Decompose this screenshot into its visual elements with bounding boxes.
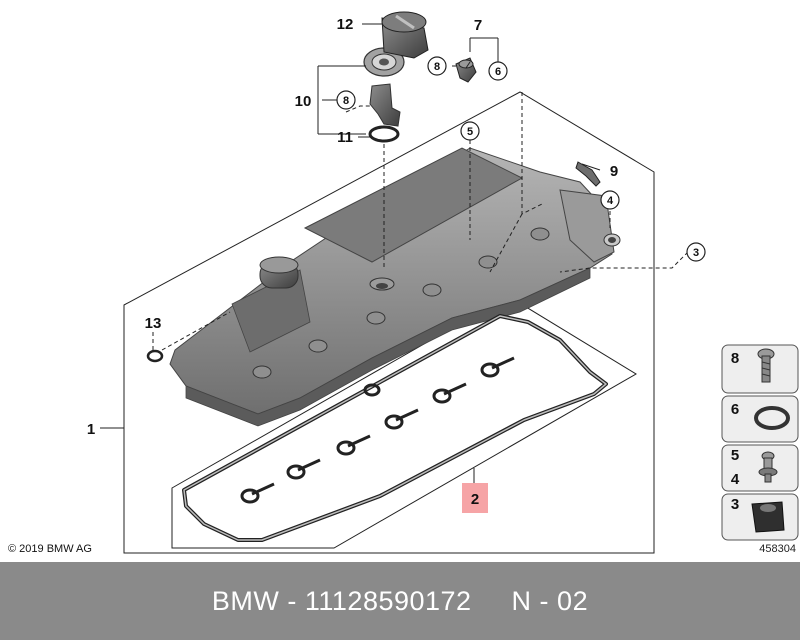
legend-grommet-3: 3 xyxy=(721,493,799,541)
oil-filler-cap xyxy=(381,11,429,59)
callout-9: 9 xyxy=(610,163,618,180)
callout-10: 10 xyxy=(295,93,312,110)
cylinder-head-cover-gasket xyxy=(182,314,608,542)
legend-seal-6: 6 xyxy=(721,395,799,443)
callout-8-top: 8 xyxy=(434,61,440,73)
callout-2: 2 xyxy=(471,491,479,508)
callout-circle-8-top: 8 xyxy=(427,56,447,76)
cylinder-head-cover xyxy=(169,147,621,427)
legend-screw-5-4: 5 4 xyxy=(721,444,799,492)
callout-3: 3 xyxy=(693,247,699,259)
legend-5: 5 xyxy=(731,447,739,464)
callout-6: 6 xyxy=(495,66,501,78)
callout-circle-5: 5 xyxy=(460,121,480,141)
legend-screw-8: 8 xyxy=(721,344,799,394)
callout-11: 11 xyxy=(337,129,353,146)
callout-1: 1 xyxy=(87,421,95,438)
callout-2-highlight: 2 xyxy=(462,483,488,513)
screw-and-seal-set xyxy=(455,57,477,83)
o-ring-13 xyxy=(146,349,164,363)
exploded-parts-diagram: 3 4 5 6 8 8 7 9 10 11 12 13 1 2 8 xyxy=(8,11,799,555)
assembly-frame-cover xyxy=(123,91,655,554)
legend-3: 3 xyxy=(731,496,739,513)
legend-6: 6 xyxy=(731,401,739,418)
callout-5: 5 xyxy=(467,126,473,138)
legend-4: 4 xyxy=(731,471,740,488)
callout-circle-8-left: 8 xyxy=(336,90,356,110)
o-ring-11 xyxy=(368,125,400,143)
callout-13: 13 xyxy=(145,315,162,332)
callout-7: 7 xyxy=(474,17,482,34)
diagram-reference-number: 458304 xyxy=(759,543,796,555)
copyright-text: © 2019 BMW AG xyxy=(8,543,92,555)
part-number-footer: BMW - 11128590172 N - 02 xyxy=(0,562,800,640)
callout-12: 12 xyxy=(337,16,354,33)
legend-8: 8 xyxy=(731,350,739,367)
part-number-text: BMW - 11128590172 N - 02 xyxy=(211,585,589,616)
bracket-9 xyxy=(575,161,601,187)
callout-circle-4: 4 xyxy=(600,190,620,210)
oil-filler-neck xyxy=(363,47,405,127)
callout-circle-6: 6 xyxy=(488,61,508,81)
callout-circle-3: 3 xyxy=(686,242,706,262)
callout-8-left: 8 xyxy=(343,95,349,107)
callout-4: 4 xyxy=(607,195,614,207)
legend-panel: 8 6 5 4 3 xyxy=(721,344,799,541)
